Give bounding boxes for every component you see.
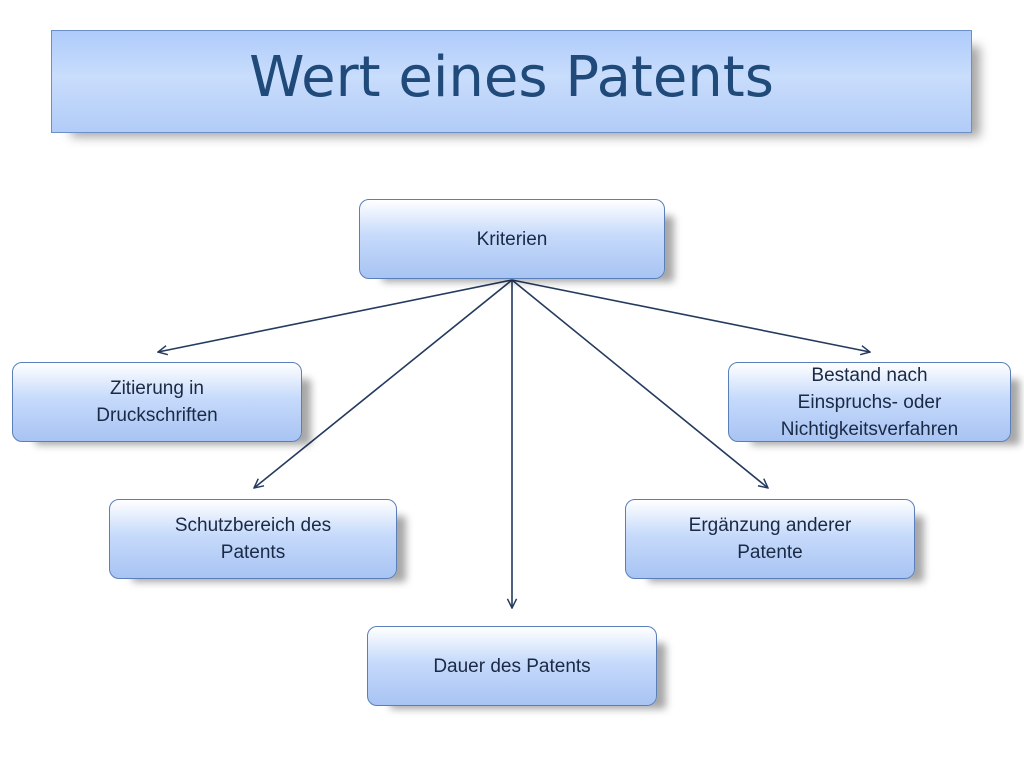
connector-to-schutzbereich	[254, 279, 513, 488]
node-ergaenzung: Ergänzung anderer Patente	[625, 499, 915, 579]
connector-to-zitierung	[158, 279, 513, 352]
connector-to-ergaenzung	[511, 279, 768, 488]
node-dauer: Dauer des Patents	[367, 626, 657, 706]
page-title: Wert eines Patents	[249, 45, 774, 110]
node-zitierung: Zitierung in Druckschriften	[12, 362, 302, 442]
title-box: Wert eines Patents	[51, 30, 972, 133]
connector-to-bestand	[511, 279, 870, 352]
node-schutzbereich: Schutzbereich des Patents	[109, 499, 397, 579]
node-bestand-label: Bestand nach Einspruchs- oder Nichtigkei…	[780, 364, 959, 440]
node-ergaenzung-label: Ergänzung anderer Patente	[688, 515, 852, 563]
node-dauer-label: Dauer des Patents	[433, 655, 591, 677]
node-bestand: Bestand nach Einspruchs- oder Nichtigkei…	[728, 362, 1011, 442]
node-zitierung-label: Zitierung in Druckschriften	[96, 378, 218, 426]
node-kriterien: Kriterien	[359, 199, 665, 279]
node-kriterien-label: Kriterien	[476, 228, 548, 250]
node-schutzbereich-label: Schutzbereich des Patents	[174, 515, 332, 563]
